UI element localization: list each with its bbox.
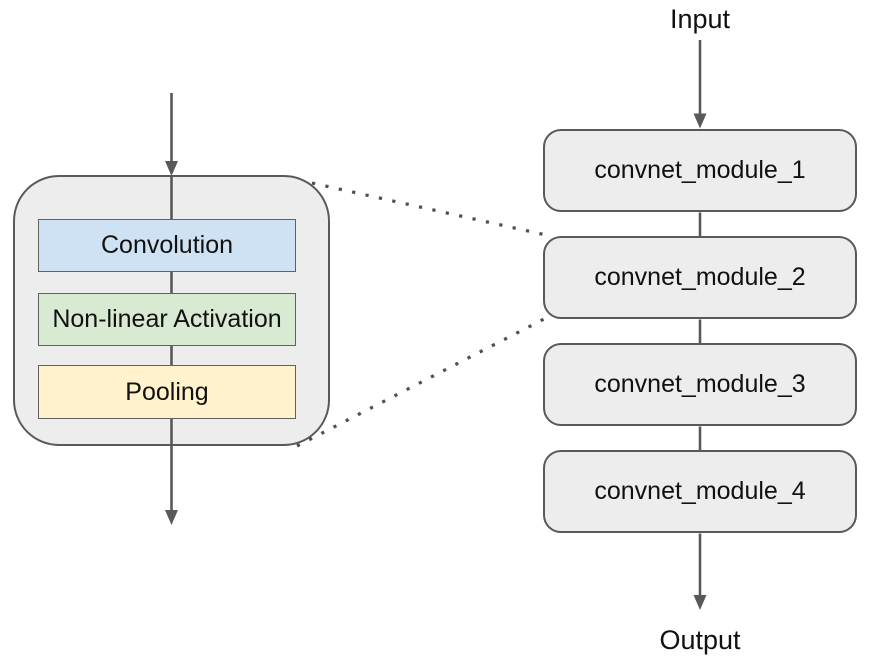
convolution-label: Convolution [100, 231, 234, 259]
detail-output-arrowhead [165, 510, 178, 525]
convnet-module-2-label: convnet_module_2 [594, 263, 806, 291]
pooling-box: Pooling [38, 365, 296, 419]
convnet-module-1-box: convnet_module_1 [543, 129, 857, 212]
convnet-module-3-box: convnet_module_3 [543, 343, 857, 426]
detail-input-arrowhead [165, 161, 178, 176]
convnet-module-4-label: convnet_module_4 [594, 477, 806, 505]
convnet-module-4-box: convnet_module_4 [543, 450, 857, 533]
input-label: Input [669, 4, 731, 34]
dotted-connector-top [311, 181, 547, 237]
dotted-connector-bottom [296, 316, 547, 448]
convnet-module-2-box: convnet_module_2 [543, 236, 857, 319]
pooling-label: Pooling [125, 377, 209, 406]
convnet-module-1-label: convnet_module_1 [594, 156, 806, 184]
activation-box: Non-linear Activation [38, 293, 296, 346]
activation-label: Non-linear Activation [52, 305, 282, 333]
pipeline-output-arrowhead [693, 595, 707, 610]
output-label: Output [659, 625, 741, 655]
convolution-box: Convolution [38, 219, 296, 272]
convnet-module-3-label: convnet_module_3 [594, 370, 806, 398]
pipeline-input-arrowhead [693, 113, 707, 129]
